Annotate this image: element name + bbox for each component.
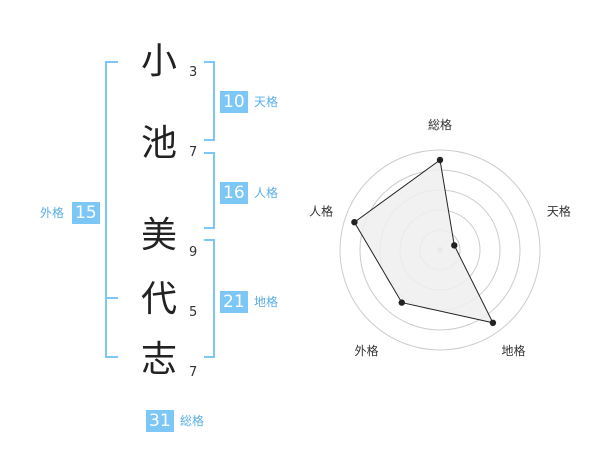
name-char-2: 池 [140,123,177,164]
jinkaku-bracket [204,152,215,229]
tenkaku-label: 天格 [254,95,279,109]
stroke-count-3: 9 [189,245,198,260]
radar-ring-5 [339,149,541,351]
chikaku-value-badge: 21 [220,291,248,313]
chikaku-bracket [204,239,215,358]
radar-polygon [353,159,494,324]
name-char-4: 代 [140,279,177,320]
jinkaku-value-badge: 16 [220,182,248,204]
radar-point-4 [398,299,405,306]
gaikaku-label: 外格 [40,206,65,220]
stroke-count-1: 3 [189,65,198,80]
name-char-3: 美 [140,215,177,256]
radar-axis-label-3: 地格 [501,343,525,358]
gaikaku-bracket [105,61,118,358]
tenkaku-value-badge: 10 [220,91,248,113]
radar-axis-label-2: 天格 [547,203,571,218]
stroke-count-2: 7 [189,145,198,160]
radar-point-3 [489,319,497,327]
gaikaku-value-badge: 15 [72,202,100,224]
radar-axis-label-4: 外格 [355,343,379,358]
name-char-5: 志 [140,339,177,380]
radar-point-1 [436,156,444,164]
stroke-count-4: 5 [189,305,198,320]
soukaku-value-badge: 31 [146,410,174,432]
name-char-1: 小 [140,41,177,82]
stroke-count-5: 7 [189,365,198,380]
radar-points [351,156,497,327]
soukaku-label: 総格 [180,414,205,428]
jinkaku-label: 人格 [254,186,279,200]
radar-point-5 [351,218,358,226]
tenkaku-bracket [204,61,215,141]
radar-axis-label-1: 総格 [428,117,452,132]
chikaku-label: 地格 [254,295,279,309]
radar-point-2 [451,242,458,249]
radar-axis-label-5: 人格 [309,203,333,218]
